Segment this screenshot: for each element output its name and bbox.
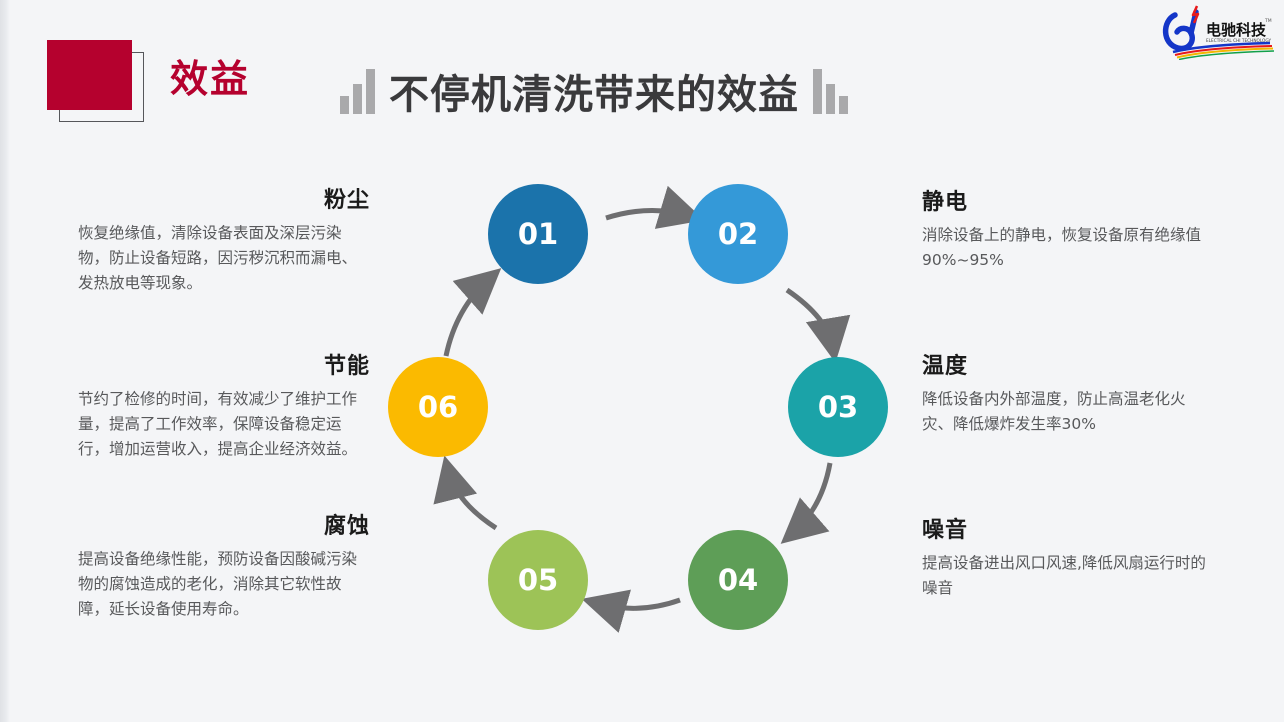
- benefit-block-energy-saving: 节能 节约了检修的时间，有效减少了维护工作量，提高了工作效率，保障设备稳定运行，…: [78, 348, 370, 462]
- bar-chart-icon-right: [813, 68, 848, 114]
- logo-text-cn: 电驰科技: [1206, 21, 1267, 39]
- benefit-block-corrosion: 腐蚀 提高设备绝缘性能，预防设备因酸碱污染物的腐蚀造成的老化，消除其它软性故障，…: [78, 508, 370, 622]
- arrow-01-02: [605, 185, 705, 229]
- arrow-02-03: [785, 287, 851, 363]
- benefit-title: 温度: [922, 354, 969, 379]
- cycle-node-04[interactable]: 04: [688, 530, 788, 630]
- benefit-block-dust: 粉尘 恢复绝缘值，清除设备表面及深层污染物，防止设备短路，因污秽沉积而漏电、发热…: [78, 182, 370, 296]
- cycle-node-03[interactable]: 03: [788, 357, 888, 457]
- benefit-title: 节能: [323, 354, 370, 379]
- cycle-diagram: 01 02 03 04 05 06: [360, 160, 920, 700]
- arrow-04-05: [581, 589, 681, 633]
- benefit-text: 提高设备绝缘性能，预防设备因酸碱污染物的腐蚀造成的老化，消除其它软性故障，延长设…: [78, 550, 358, 618]
- benefit-block-noise: 噪音 提高设备进出风口风速,降低风扇运行时的噪音: [922, 512, 1214, 601]
- section-badge-label: 效益: [170, 57, 251, 101]
- benefit-text: 节约了检修的时间，有效减少了维护工作量，提高了工作效率，保障设备稳定运行，增加运…: [78, 390, 358, 458]
- arrow-03-04: [780, 462, 833, 544]
- benefit-text: 消除设备上的静电，恢复设备原有绝缘值90%~95%: [922, 226, 1202, 269]
- benefit-block-static: 静电 消除设备上的静电，恢复设备原有绝缘值90%~95%: [922, 184, 1214, 273]
- company-logo: 电驰科技 ELECTRICAL CHI TECHNOLOGY TM: [1162, 5, 1275, 60]
- cycle-node-05[interactable]: 05: [488, 530, 588, 630]
- logo-text-en: ELECTRICAL CHI TECHNOLOGY: [1206, 38, 1271, 44]
- cycle-node-06[interactable]: 06: [388, 357, 488, 457]
- section-badge: [47, 40, 147, 122]
- benefit-title: 静电: [922, 190, 969, 215]
- badge-red-square: [47, 40, 132, 110]
- cycle-node-02[interactable]: 02: [688, 184, 788, 284]
- benefit-block-temperature: 温度 降低设备内外部温度，防止高温老化火灾、降低爆炸发生率30%: [922, 348, 1214, 437]
- benefit-text: 提高设备进出风口风速,降低风扇运行时的噪音: [922, 554, 1206, 597]
- slide-edge-strip: [0, 0, 10, 722]
- cycle-node-01[interactable]: 01: [488, 184, 588, 284]
- benefit-title: 粉尘: [323, 188, 370, 213]
- arrow-05-06: [433, 455, 498, 531]
- benefit-title: 腐蚀: [323, 514, 370, 539]
- page-title: 不停机清洗带来的效益: [389, 72, 799, 118]
- bar-chart-icon-left: [340, 68, 375, 114]
- benefit-text: 恢复绝缘值，清除设备表面及深层污染物，防止设备短路，因污秽沉积而漏电、发热放电等…: [78, 224, 358, 292]
- benefit-text: 降低设备内外部温度，防止高温老化火灾、降低爆炸发生率30%: [922, 390, 1186, 433]
- benefit-title: 噪音: [922, 518, 969, 543]
- logo-tm-mark: TM: [1264, 18, 1272, 24]
- cycle-arrows: [433, 185, 851, 633]
- slide-title-row: 不停机清洗带来的效益: [340, 62, 848, 120]
- arrow-06-01: [443, 268, 502, 357]
